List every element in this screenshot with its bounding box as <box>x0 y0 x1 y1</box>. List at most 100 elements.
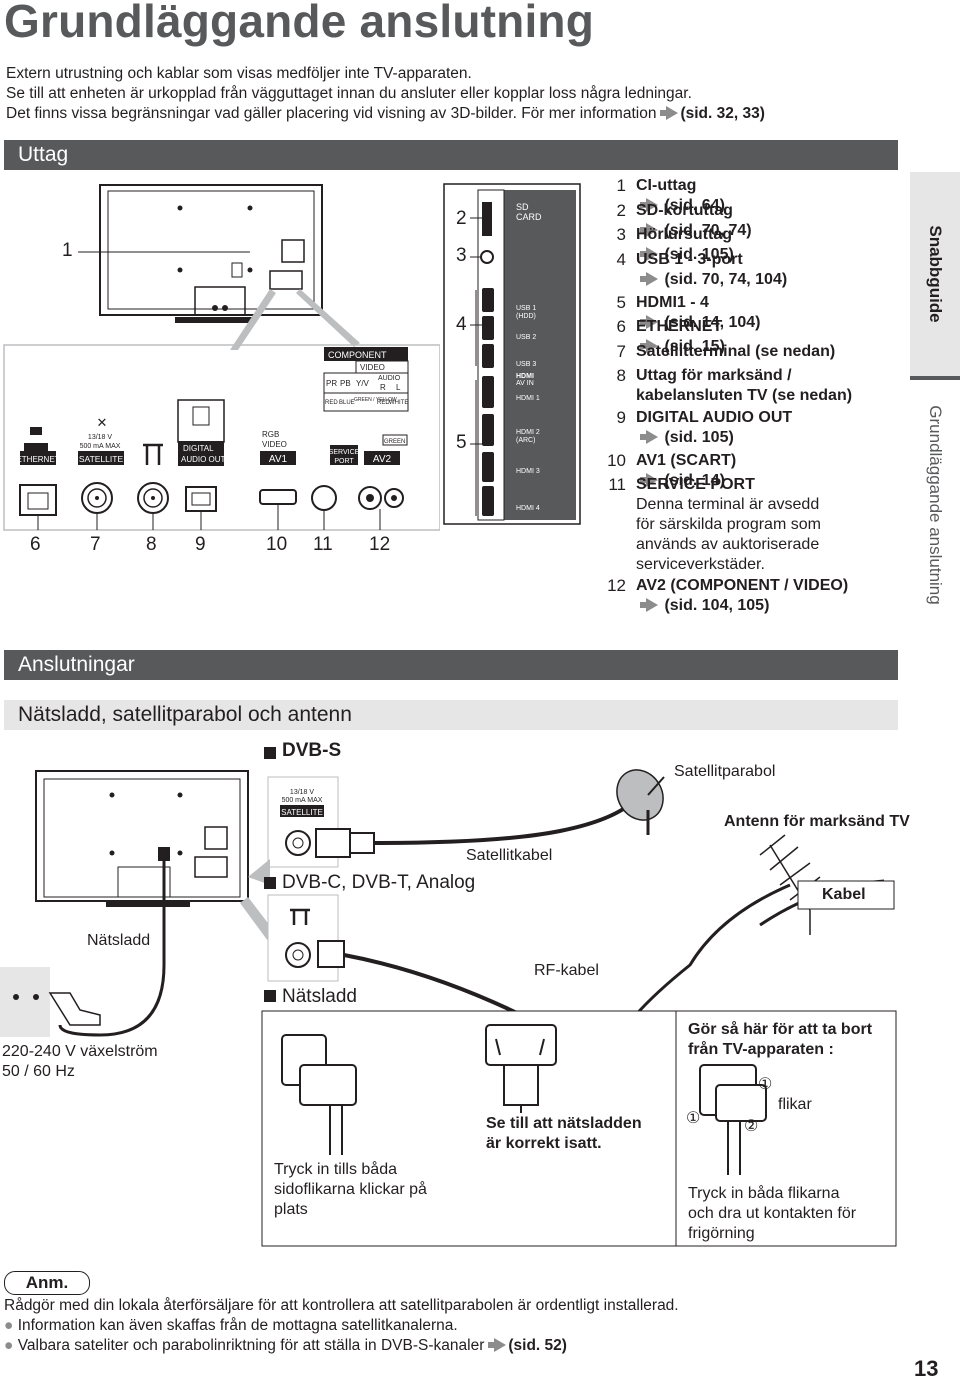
port-list-text: Hörlursuttag (sid. 105) <box>636 225 734 265</box>
port-list-number: 7 <box>616 342 626 361</box>
tv-outline <box>35 770 249 902</box>
side-tab-grundlaggande: Grundläggande anslutning <box>910 380 960 630</box>
r-label: R <box>380 383 386 392</box>
rf-connector <box>317 940 345 968</box>
plug-remove-line-1: Gör så här för att ta bort <box>688 1021 873 1038</box>
dvbc-marker <box>264 877 276 889</box>
svg-text:HDMI 1: HDMI 1 <box>516 395 540 402</box>
port-list-text: AV1 (SCART) (sid. 14) <box>636 451 736 491</box>
av2-component-block: COMPONENT VIDEO PR PB Y/V AUDIO R L RED … <box>323 347 409 510</box>
red2-label: RED <box>377 400 390 406</box>
green-yellow-label: GREEN / YELLOW <box>354 397 397 403</box>
voltage-text: 220-240 V växelström 50 / 60 Hz <box>2 1042 158 1082</box>
power-plug-icon <box>48 992 101 1026</box>
page-title: Grundläggande anslutning <box>4 0 595 47</box>
callout-2: 2 <box>456 208 467 229</box>
satellite-port: ✕ 13/18 V 500 mA MAX SATELLITE <box>78 415 124 514</box>
svg-text:(ARC): (ARC) <box>516 437 535 444</box>
port-list-line: (sid. 64) <box>636 196 725 216</box>
port-list-line: (sid. 105) <box>636 245 734 265</box>
video2-label: VIDEO <box>360 363 385 372</box>
plug-remove-line-2: från TV-apparaten : <box>688 1041 834 1058</box>
port-list-line: Satellitterminal (se nedan) <box>636 343 836 360</box>
port-list-text: USB 1 - 3-port (sid. 70, 74, 104) <box>636 250 787 290</box>
headphone-jack <box>480 250 494 264</box>
port-list-line: kabelansluten TV (se nedan) <box>636 387 853 404</box>
service-label: SERVICE <box>329 449 360 456</box>
tv-back-outline <box>99 184 323 316</box>
svg-text:USB 1: USB 1 <box>516 305 536 312</box>
port-list-line: (sid. 70, 74, 104) <box>636 270 787 290</box>
port-list-text: CI-uttag (sid. 64) <box>636 176 725 216</box>
intro-line-3-text: Det finns vissa begränsningar vad gäller… <box>6 105 657 122</box>
av2-label: AV2 <box>373 454 392 465</box>
port-list-text: AV2 (COMPONENT / VIDEO) (sid. 104, 105) <box>636 576 848 616</box>
port-list-text: HDMI1 - 4 (sid. 14, 104) <box>636 293 761 333</box>
dvbs-marker <box>264 747 276 759</box>
side-tab-snabbguide-label: Snabbguide <box>926 225 945 323</box>
plug-release-text: Tryck in båda flikarna och dra ut kontak… <box>688 1184 856 1244</box>
natsladd-marker <box>264 990 276 1002</box>
port-list-number: 5 <box>616 293 626 312</box>
port-list-line: serviceverkstäder. <box>636 556 765 573</box>
dvbc-label: DVB-C, DVB-T, Analog <box>282 872 476 893</box>
page-ref-arrow-icon <box>640 339 658 353</box>
port-list-line: Uttag för marksänd / <box>636 367 792 384</box>
svg-text:AV IN: AV IN <box>516 380 534 387</box>
plug-release-line-2: och dra ut kontakten för <box>688 1205 857 1222</box>
digital-label: DIGITAL <box>183 444 214 453</box>
port-list-line: AV1 (SCART) <box>636 452 737 469</box>
page-ref-arrow-icon <box>640 315 658 329</box>
plug-release-line-3: frigörning <box>688 1225 755 1242</box>
pb-label: PB <box>340 379 351 388</box>
callout-4: 4 <box>456 314 467 335</box>
page-ref-arrow-icon <box>640 272 658 286</box>
port-list-line: (sid. 105) <box>636 428 792 448</box>
l-label: L <box>396 383 401 392</box>
plug-insert-illustration <box>281 1034 357 1155</box>
port-list-line: CI-uttag <box>636 177 697 194</box>
satellite-socket <box>285 830 311 856</box>
svg-text:(HDD): (HDD) <box>516 313 536 320</box>
port-label: PORT <box>334 458 354 465</box>
page-ref-arrow-icon <box>640 473 658 487</box>
port-list-line: för särskilda program som <box>636 516 821 533</box>
component-label: COMPONENT <box>328 350 387 360</box>
satellite-dish-icon <box>616 769 664 821</box>
white-label: WHITE <box>389 400 408 406</box>
power-cable <box>58 861 166 1037</box>
kabel-label: Kabel <box>822 886 866 903</box>
svg-text:13/18 V: 13/18 V <box>290 789 314 796</box>
natsladd-head-label: Nätsladd <box>282 986 357 1007</box>
page-ref-arrow-icon <box>640 198 658 212</box>
port-list-line: Denna terminal är avsedd <box>636 496 820 513</box>
page-ref-arrow-icon <box>640 430 658 444</box>
callout-5: 5 <box>456 432 467 453</box>
port-callouts <box>37 504 381 530</box>
plug-press-line-2: sidoflikarna klickar på <box>274 1181 427 1198</box>
step-1b: ① <box>686 1110 701 1127</box>
svg-text:HDMI 2: HDMI 2 <box>516 429 540 436</box>
callout-8: 8 <box>146 534 157 555</box>
svg-text:500 mA MAX: 500 mA MAX <box>282 797 323 804</box>
subsection-bar-natsladd: Nätsladd, satellitparabol och antenn <box>4 700 898 730</box>
satellite-volts: 13/18 V <box>88 434 112 441</box>
intro-text: Extern utrustning och kablar som visas m… <box>6 64 765 124</box>
port-list-text: DIGITAL AUDIO OUT (sid. 105) <box>636 408 792 448</box>
sd-slot <box>482 202 492 236</box>
svg-text:CARD: CARD <box>516 212 542 222</box>
wall-socket <box>0 967 50 1037</box>
port-list-text: SD-kortuttag (sid. 70, 74) <box>636 201 752 241</box>
callout-1: 1 <box>62 240 73 261</box>
page-ref-arrow-icon <box>660 106 679 120</box>
section-bar-anslutningar: Anslutningar <box>4 650 898 680</box>
satellitparabol-label: Satellitparabol <box>674 763 776 780</box>
port-list-line: (sid. 15) <box>636 337 725 357</box>
port-list-text: Uttag för marksänd / kabelansluten TV (se… <box>636 366 852 406</box>
red-label: RED <box>325 400 338 406</box>
voltage-line-1: 220-240 V växelström <box>2 1043 158 1060</box>
callout-3: 3 <box>456 245 467 266</box>
ports-panel-outline <box>3 344 440 531</box>
